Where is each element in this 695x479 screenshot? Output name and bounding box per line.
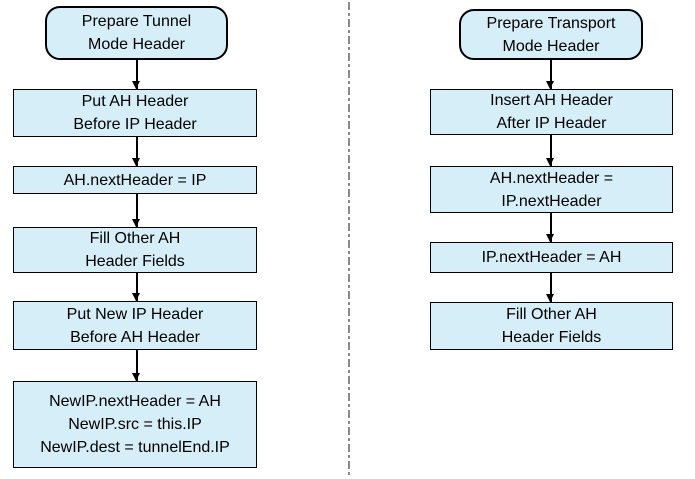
flow-arrow-down [133, 60, 140, 89]
node-ah-nextheader-equals-ip-nextheader: AH.nextHeader = IP.nextHeader [430, 166, 673, 213]
node-fill-other-ah-header-fields-tunnel: Fill Other AH Header Fields [13, 227, 257, 273]
flow-arrow-down [547, 135, 554, 166]
flow-arrow-down [133, 350, 140, 381]
node-ah-nextheader-equals-ip: AH.nextHeader = IP [13, 166, 257, 194]
flow-arrow-down [547, 60, 554, 89]
node-prepare-tunnel-mode-header: Prepare Tunnel Mode Header [45, 6, 228, 60]
flow-arrow-down [133, 273, 140, 301]
node-prepare-transport-mode-header: Prepare Transport Mode Header [459, 9, 643, 60]
node-ip-nextheader-equals-ah: IP.nextHeader = AH [430, 242, 673, 273]
flow-arrow-down [133, 194, 140, 227]
column-divider-dashed-line [348, 2, 350, 477]
node-newip-field-assignments: NewIP.nextHeader = AH NewIP.src = this.I… [13, 381, 257, 468]
flow-arrow-down [547, 213, 554, 242]
flow-arrow-down [547, 273, 554, 302]
node-put-ah-header-before-ip-header: Put AH Header Before IP Header [13, 89, 257, 137]
flow-arrow-down [133, 137, 140, 166]
node-put-new-ip-header-before-ah-header: Put New IP Header Before AH Header [13, 301, 257, 350]
node-insert-ah-header-after-ip-header: Insert AH Header After IP Header [430, 89, 673, 135]
node-fill-other-ah-header-fields-transport: Fill Other AH Header Fields [430, 302, 673, 350]
